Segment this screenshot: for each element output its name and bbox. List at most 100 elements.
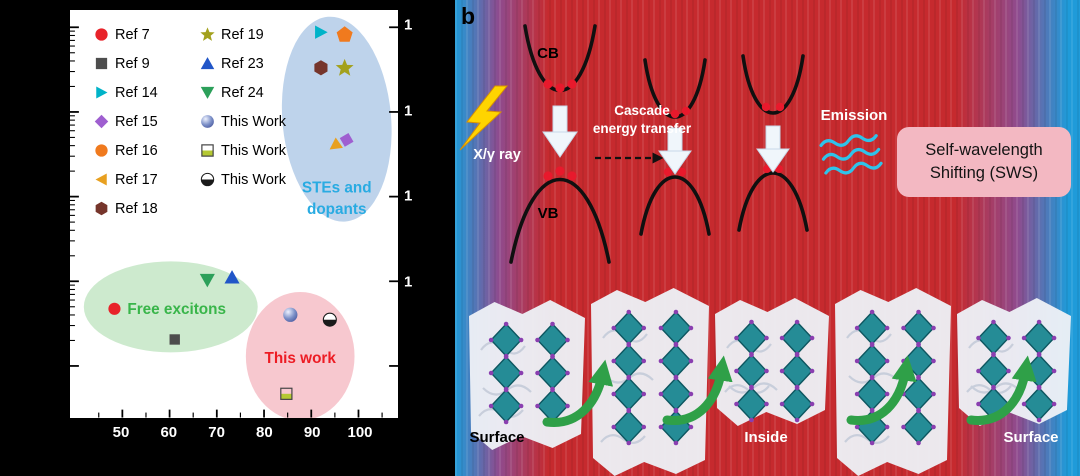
legend-item: Ref 23: [200, 49, 286, 78]
down-arrow-icon: [756, 148, 790, 173]
y-tick-partial-label: 1: [404, 16, 413, 34]
group-label-free: Free excitons: [127, 301, 226, 318]
legend-label: This Work: [221, 142, 286, 159]
vb-curve-right: [737, 171, 809, 232]
legend-label: This Work: [221, 113, 286, 130]
legend-item: Ref 15: [94, 107, 190, 136]
marker-tri-right-icon: [94, 85, 109, 100]
plot-legend: Ref 7 Ref 9 Ref 14 Ref 15 Ref 16 Ref 17 Ref 18…: [94, 20, 286, 223]
panel-b-label: b: [461, 3, 476, 29]
legend-label: Ref 9: [115, 55, 150, 72]
legend-label: Ref 17: [115, 171, 158, 188]
cascade-label: Cascade energy transfer: [583, 102, 701, 137]
green-arrow-icon: [846, 355, 917, 425]
legend-label: Ref 15: [115, 113, 158, 130]
xray-label: X/γ ray: [473, 147, 521, 163]
down-arrow-icon: [658, 150, 692, 175]
data-point-tri-left: [329, 137, 343, 150]
marker-half-square-icon: [200, 143, 215, 158]
marker-circle-icon: [94, 27, 109, 42]
sws-box: Self-wavelength Shifting (SWS): [897, 127, 1071, 197]
legend-item: Ref 18: [94, 194, 190, 223]
legend-label: Ref 7: [115, 26, 150, 43]
legend-item: Ref 7: [94, 20, 190, 49]
group-label-thiswork: This work: [264, 350, 336, 367]
x-tick-label: 80: [256, 424, 273, 441]
data-point-circle: [108, 302, 121, 315]
marker-sphere-icon: [200, 114, 215, 129]
sws-line2: Shifting (SWS): [929, 164, 1039, 182]
legend-label: Ref 14: [115, 84, 158, 101]
data-point-tri-right: [315, 25, 328, 39]
x-tick-label: 90: [303, 424, 321, 441]
cascade-line1: Cascade: [614, 103, 670, 118]
down-arrow-icon: [765, 125, 781, 151]
panel-b-schematic: b CB VB X/γ ray Cascade energy transfer …: [455, 0, 1080, 476]
legend-item: This Work: [200, 136, 286, 165]
group-ellipse-free: [83, 261, 258, 353]
carrier-dots: [543, 79, 785, 181]
marker-circle-icon: [94, 143, 109, 158]
green-arrow-icon: [966, 355, 1037, 425]
group-label-stes: dopants: [307, 201, 367, 218]
y-tick-partial-label: 1: [404, 187, 413, 205]
data-point-half-square: [280, 387, 293, 400]
x-tick-label: 70: [208, 424, 225, 441]
x-tick-label: 50: [112, 424, 130, 441]
lightning-bolt-icon: [459, 85, 509, 151]
marker-star-icon: [200, 27, 215, 42]
marker-tri-left-icon: [94, 172, 109, 187]
crystal-structure-panels: [469, 288, 1071, 476]
crystal-panel: [835, 288, 951, 476]
data-point-tri-up: [224, 270, 240, 284]
cascade-line2: energy transfer: [592, 120, 692, 136]
x-tick-label: 60: [160, 424, 178, 441]
legend-item: Ref 14: [94, 78, 190, 107]
green-arrow-icon: [542, 359, 614, 427]
legend-item: Ref 19: [200, 20, 286, 49]
y-tick-partial-label: 1: [404, 273, 413, 291]
y-tick-partial-label: 1: [404, 102, 413, 120]
legend-label: Ref 18: [115, 200, 158, 217]
vb-curve-middle: [639, 175, 711, 236]
vb-curve-left: [509, 177, 611, 264]
emission-waves-icon: [819, 134, 883, 175]
marker-tri-up-icon: [200, 56, 215, 71]
crystal-panel: [715, 298, 829, 426]
data-point-square: [169, 334, 180, 345]
relaxation-arrows: [542, 105, 790, 175]
marker-hexagon-icon: [94, 201, 109, 216]
surface-label-left: Surface: [469, 429, 525, 446]
green-arrow-icon: [662, 355, 733, 425]
legend-item: This Work: [200, 107, 286, 136]
legend-label: Ref 24: [221, 84, 264, 101]
inside-label: Inside: [744, 429, 788, 446]
vb-label: VB: [537, 205, 559, 222]
marker-tri-down-icon: [200, 85, 215, 100]
emission-label: Emission: [820, 107, 888, 124]
legend-item: Ref 16: [94, 136, 190, 165]
legend-item: Ref 24: [200, 78, 286, 107]
legend-column: Ref 7 Ref 9 Ref 14 Ref 15 Ref 16 Ref 17 Ref 18: [94, 20, 190, 223]
marker-diamond-icon: [94, 114, 109, 129]
cb-label: CB: [537, 45, 559, 62]
legend-label: This Work: [221, 171, 286, 188]
group-ellipse-stes: [281, 16, 392, 222]
down-arrow-icon: [552, 105, 568, 134]
group-label-stes: STEs and: [302, 179, 372, 196]
x-tick-label: 100: [347, 424, 373, 441]
data-point-half-circle: [322, 312, 337, 327]
data-point-tri-down: [199, 273, 215, 288]
data-point-star: [335, 58, 354, 76]
energy-migration-arrows: [542, 355, 1037, 427]
legend-item: This Work: [200, 165, 286, 194]
legend-label: Ref 16: [115, 142, 158, 159]
crystal-panel: [591, 288, 709, 476]
data-point-pentagon: [336, 26, 353, 42]
x-axis-tick-labels: 50 60 70 80 90 100: [68, 424, 408, 450]
sws-line1: Self-wavelength: [925, 141, 1043, 160]
